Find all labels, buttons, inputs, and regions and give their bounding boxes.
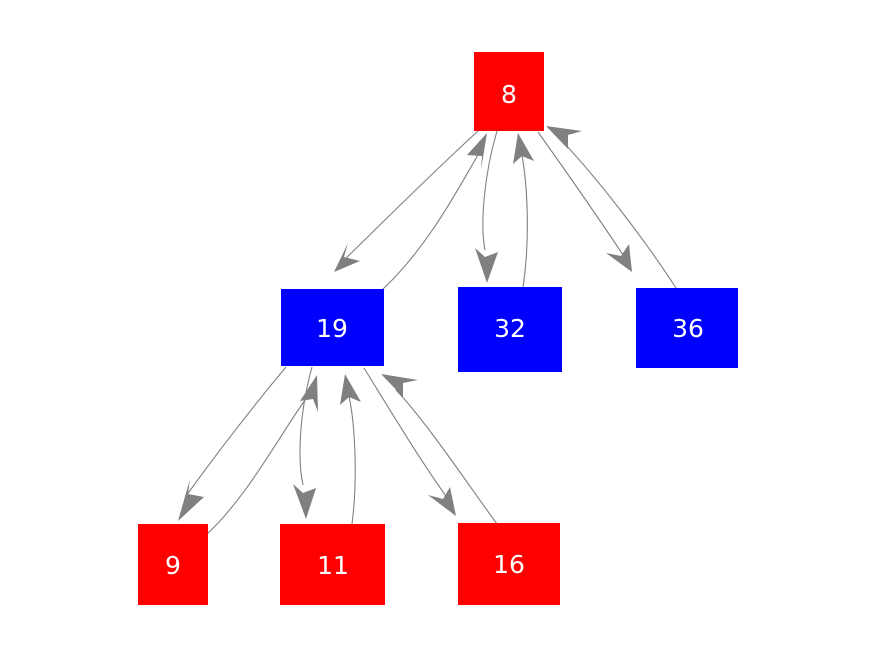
edge-8-19-forward-line — [339, 130, 479, 265]
edge-19-9-forward-arrowhead — [178, 479, 204, 521]
graph-node-16[interactable]: 16 — [458, 523, 560, 605]
edge-19-9[interactable] — [178, 366, 318, 537]
node-8-label: 8 — [501, 80, 517, 109]
edge-8-32-forward-line — [482, 130, 498, 251]
edge-8-32-forward-arrowhead — [475, 248, 498, 283]
edge-8-36-forward-line — [537, 131, 626, 259]
edge-19-11-forward-line — [299, 366, 313, 486]
edge-8-19-reverse-arrowhead — [467, 133, 487, 170]
node-9-label: 9 — [165, 551, 181, 580]
node-11-rect[interactable] — [280, 524, 385, 605]
node-16-rect[interactable] — [458, 523, 560, 605]
node-layer: 8 19 32 36 9 11 — [138, 52, 738, 605]
edge-19-16-reverse-line — [395, 389, 498, 525]
graph-node-36[interactable]: 36 — [636, 288, 738, 368]
graph-node-8[interactable]: 8 — [474, 52, 544, 131]
edge-19-11-reverse-line — [347, 391, 356, 525]
edge-8-32-reverse-line — [520, 149, 528, 289]
edge-19-11[interactable] — [293, 366, 361, 525]
node-19-label: 19 — [316, 314, 348, 343]
node-36-label: 36 — [672, 314, 704, 343]
edge-19-11-forward-arrowhead — [293, 484, 316, 519]
edge-8-32-reverse-arrowhead — [513, 133, 534, 164]
graph-node-11[interactable]: 11 — [280, 524, 385, 605]
edge-19-16[interactable] — [363, 367, 498, 525]
edge-19-9-reverse-arrowhead — [300, 375, 318, 412]
graph-node-19[interactable]: 19 — [281, 289, 384, 366]
edge-8-32[interactable] — [475, 130, 534, 289]
edge-19-11-reverse-arrowhead — [340, 374, 361, 405]
node-32-rect[interactable] — [458, 287, 562, 372]
node-32-label: 32 — [494, 314, 526, 343]
graph-node-9[interactable]: 9 — [138, 524, 208, 605]
node-16-label: 16 — [493, 550, 525, 579]
edge-19-9-forward-line — [185, 366, 287, 497]
edge-19-9-reverse-line — [204, 391, 312, 537]
edge-8-36-reverse-arrowhead — [546, 126, 582, 149]
edge-8-19-forward-arrowhead — [334, 243, 360, 272]
node-36-rect[interactable] — [636, 288, 738, 368]
edge-19-16-forward-arrowhead — [428, 487, 456, 516]
edge-19-16-forward-line — [363, 367, 447, 497]
edge-layer — [178, 126, 677, 537]
node-19-rect[interactable] — [281, 289, 384, 366]
graph-node-32[interactable]: 32 — [458, 287, 562, 372]
edge-19-16-reverse-arrowhead — [381, 374, 418, 397]
edge-8-19[interactable] — [334, 130, 487, 291]
node-9-rect[interactable] — [138, 524, 208, 605]
edge-8-19-reverse-line — [381, 147, 483, 291]
edge-8-36[interactable] — [537, 126, 677, 289]
edge-8-36-forward-arrowhead — [606, 244, 632, 272]
node-11-label: 11 — [317, 551, 349, 580]
edge-8-36-reverse-line — [560, 139, 677, 289]
node-8-rect[interactable] — [474, 52, 544, 131]
